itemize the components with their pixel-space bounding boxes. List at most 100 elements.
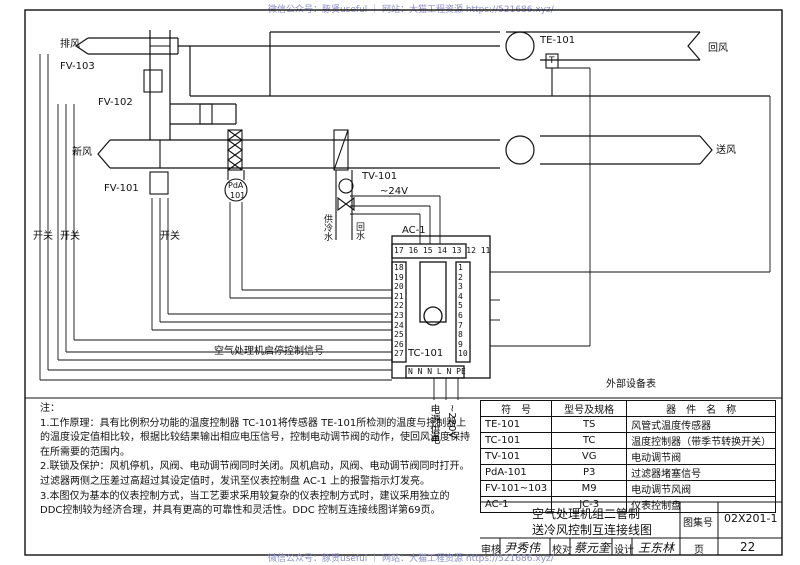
fv-102-damper bbox=[199, 103, 213, 125]
terminal-number: 24 bbox=[394, 320, 404, 330]
table-cell: 仪表控制盘 bbox=[626, 496, 777, 513]
terminal-number: 18 bbox=[394, 263, 404, 272]
table-cell: 温度控制器（带季节转换开关） bbox=[626, 432, 777, 449]
te-101-label: TE-101 bbox=[540, 35, 576, 46]
table-header-row: 符 号 型号及规格 器 件 名 称 bbox=[479, 400, 777, 417]
wiring bbox=[39, 54, 771, 400]
check-signature: 蔡元奎 bbox=[574, 541, 611, 555]
ac-1-top-terminals: 17 16 15 14 13 12 11 bbox=[394, 246, 491, 255]
check-label: 校对 bbox=[552, 545, 572, 556]
note-2: 2.联锁及保护：风机停机，风阀、电动调节阀同时关闭。风机启动，风阀、电动调节阀同… bbox=[40, 461, 470, 487]
switch-label-3: 开关 bbox=[160, 231, 180, 242]
return-air-label: 回风 bbox=[708, 43, 728, 54]
table-cell: TE-101 bbox=[479, 416, 553, 433]
drawing-title-line1: 空气处理机组二管制 bbox=[532, 507, 641, 521]
ac-1-panel bbox=[391, 235, 491, 379]
table-cell: P3 bbox=[551, 464, 628, 481]
terminal-number: 9 bbox=[458, 339, 463, 349]
fv-102-label: FV-102 bbox=[98, 97, 133, 108]
supply-air-label: 送风 bbox=[716, 145, 736, 156]
table-header: 符 号 bbox=[479, 400, 553, 417]
terminal-number: 8 bbox=[458, 330, 463, 340]
watermark-bottom: 微信公众号：豚贤useful ｜ 网站：大猫工程资源 https://52168… bbox=[268, 554, 554, 564]
pda-101-switch bbox=[224, 170, 248, 202]
atlas-number: 02X201-1 bbox=[724, 512, 778, 525]
terminal-number: 23 bbox=[394, 311, 404, 320]
tv-101-label: TV-101 bbox=[362, 171, 398, 182]
table-cell: 过滤器堵塞信号 bbox=[626, 464, 777, 481]
chilled-water-supply-label: 供冷水 bbox=[322, 214, 332, 241]
fresh-air-label: 新风 bbox=[72, 147, 92, 158]
note-3: 3.本图仅为基本的仪表控制方式，当工艺要求采用较复杂的仪表控制方式时，建议采用独… bbox=[40, 490, 450, 517]
terminal-number: 27 bbox=[394, 349, 404, 359]
fv-101-damper bbox=[149, 140, 169, 195]
table-cell: PdA-101 bbox=[479, 464, 553, 481]
pda-101-label: PdA bbox=[228, 181, 244, 190]
terminal-number: 25 bbox=[394, 330, 404, 340]
note-1: 1.工作原理：具有比例积分功能的温度控制器 TC-101将传感器 TE-101所… bbox=[40, 417, 470, 458]
supply-duct bbox=[380, 135, 713, 169]
terminal-number: 22 bbox=[394, 301, 404, 311]
fv-103-label: FV-103 bbox=[60, 61, 95, 72]
exhaust-label: 排风 bbox=[60, 39, 80, 50]
notes-heading: 注： bbox=[40, 403, 60, 414]
atlas-label: 图集号 bbox=[683, 518, 713, 529]
table-cell: M9 bbox=[551, 480, 628, 497]
return-duct bbox=[178, 31, 770, 97]
drawing-title-line2: 送冷风控制互连接线图 bbox=[532, 523, 653, 537]
filter bbox=[227, 129, 243, 171]
terminal-number: 21 bbox=[394, 291, 404, 301]
external-equipment-title: 外部设备表 bbox=[606, 379, 656, 390]
table-header: 器 件 名 称 bbox=[626, 400, 777, 417]
chilled-water-return-label: 回水 bbox=[354, 222, 364, 240]
switch-label-1: 开关 bbox=[33, 231, 53, 242]
drawing-frame bbox=[24, 9, 783, 556]
tv-101-valve bbox=[335, 170, 355, 240]
supply-fan bbox=[505, 135, 535, 165]
terminal-number: 7 bbox=[458, 320, 463, 330]
review-signature: 尹秀伟 bbox=[504, 541, 541, 555]
24v-label: ~24V bbox=[380, 186, 408, 197]
switch-label-2: 开关 bbox=[60, 231, 80, 242]
terminal-number: 20 bbox=[394, 282, 404, 292]
pda-101-num: 101 bbox=[230, 191, 246, 200]
ac-1-label: AC-1 bbox=[402, 225, 426, 236]
review-label: 审核 bbox=[481, 545, 501, 556]
terminal-number: 26 bbox=[394, 339, 404, 349]
table-cell: 电动调节风阀 bbox=[626, 480, 777, 497]
ac-1-bottom-terminals: N N N L N PE bbox=[408, 367, 466, 376]
page-number: 22 bbox=[740, 540, 756, 554]
tc-101-label: TC-101 bbox=[408, 348, 444, 359]
notes: 注： 1.工作原理：具有比例积分功能的温度控制器 TC-101将传感器 TE-1… bbox=[40, 402, 470, 519]
fv-103-damper bbox=[143, 45, 170, 93]
power-supply-label: 电源供电 bbox=[428, 404, 439, 444]
fresh-air-duct bbox=[97, 139, 380, 169]
table-cell: VG bbox=[551, 448, 628, 465]
table-cell: TS bbox=[551, 416, 628, 433]
terminal-number: 10 bbox=[458, 349, 468, 359]
terminal-number: 19 bbox=[394, 272, 404, 282]
table-cell: 电动调节阀 bbox=[626, 448, 777, 465]
terminal-number: 2 bbox=[458, 272, 463, 282]
table-cell: TC bbox=[551, 432, 628, 449]
terminal-number: 3 bbox=[458, 282, 463, 292]
fv-101-label: FV-101 bbox=[104, 183, 139, 194]
return-fan bbox=[505, 31, 540, 61]
table-header: 型号及规格 bbox=[551, 400, 628, 417]
cooling-coil bbox=[333, 129, 349, 171]
terminal-number: 5 bbox=[458, 301, 463, 311]
terminal-number: 4 bbox=[458, 291, 463, 301]
table-cell: 风管式温度传感器 bbox=[626, 416, 777, 433]
table-cell: FV-101~103 bbox=[479, 480, 553, 497]
220v-label: ~220V bbox=[446, 404, 457, 439]
table-cell: TC-101 bbox=[479, 432, 553, 449]
terminal-number: 6 bbox=[458, 311, 463, 320]
